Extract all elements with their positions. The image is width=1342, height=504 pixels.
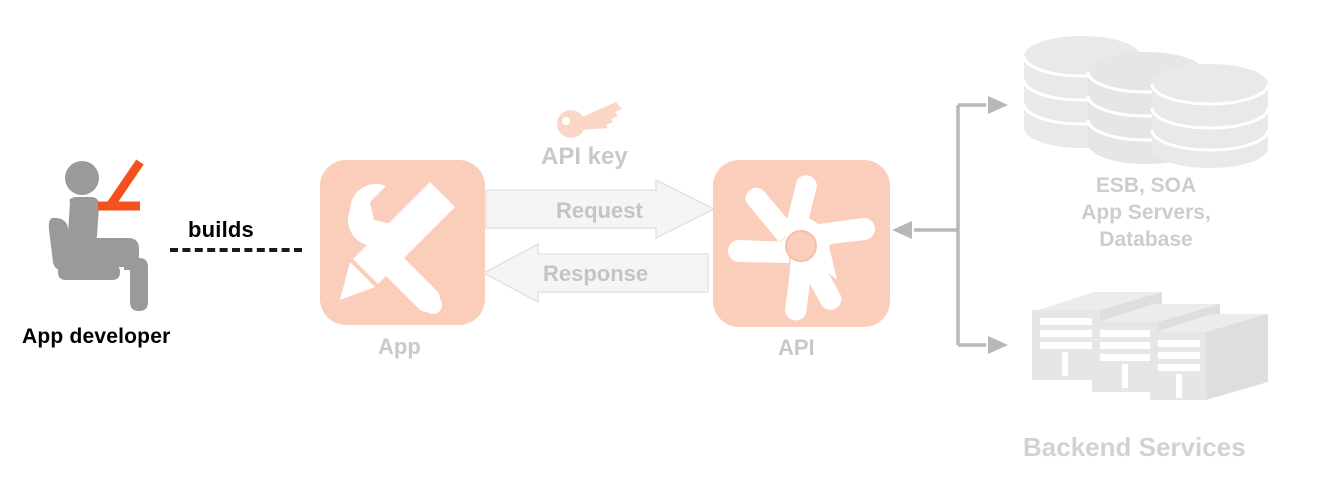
- builds-dashed-connector: [170, 248, 302, 252]
- app-developer-icon: [40, 159, 180, 315]
- esb-label-line-3: Database: [1099, 228, 1193, 251]
- api-label: API: [778, 335, 815, 360]
- esb-label-line-2: App Servers,: [1081, 201, 1211, 224]
- wrench-and-pencil-icon: [340, 182, 455, 314]
- database-stack-icon: [1022, 34, 1270, 168]
- response-label: Response: [543, 261, 649, 286]
- request-arrow: [484, 178, 716, 240]
- api-to-backend-connector: [890, 90, 1030, 370]
- arrowhead-left: [892, 221, 912, 239]
- server-rack-icon: [1024, 282, 1269, 400]
- api-key-label: API key: [541, 143, 628, 170]
- api-star-icon: [728, 175, 876, 321]
- esb-label: ESB, SOA App Servers, Database: [1022, 172, 1270, 253]
- arrowhead-down-right: [988, 336, 1008, 354]
- api-tile[interactable]: [713, 160, 890, 327]
- app-label: App: [378, 334, 421, 359]
- builds-label: builds: [188, 217, 254, 242]
- backend-services-label: Backend Services: [1023, 432, 1246, 462]
- key-icon: [556, 100, 626, 140]
- app-tile[interactable]: [320, 160, 485, 325]
- arrowhead-up-right: [988, 96, 1008, 114]
- request-label: Request: [556, 198, 643, 223]
- app-developer-label: App developer: [22, 325, 171, 348]
- esb-label-line-1: ESB, SOA: [1095, 174, 1197, 197]
- response-arrow: [482, 242, 710, 304]
